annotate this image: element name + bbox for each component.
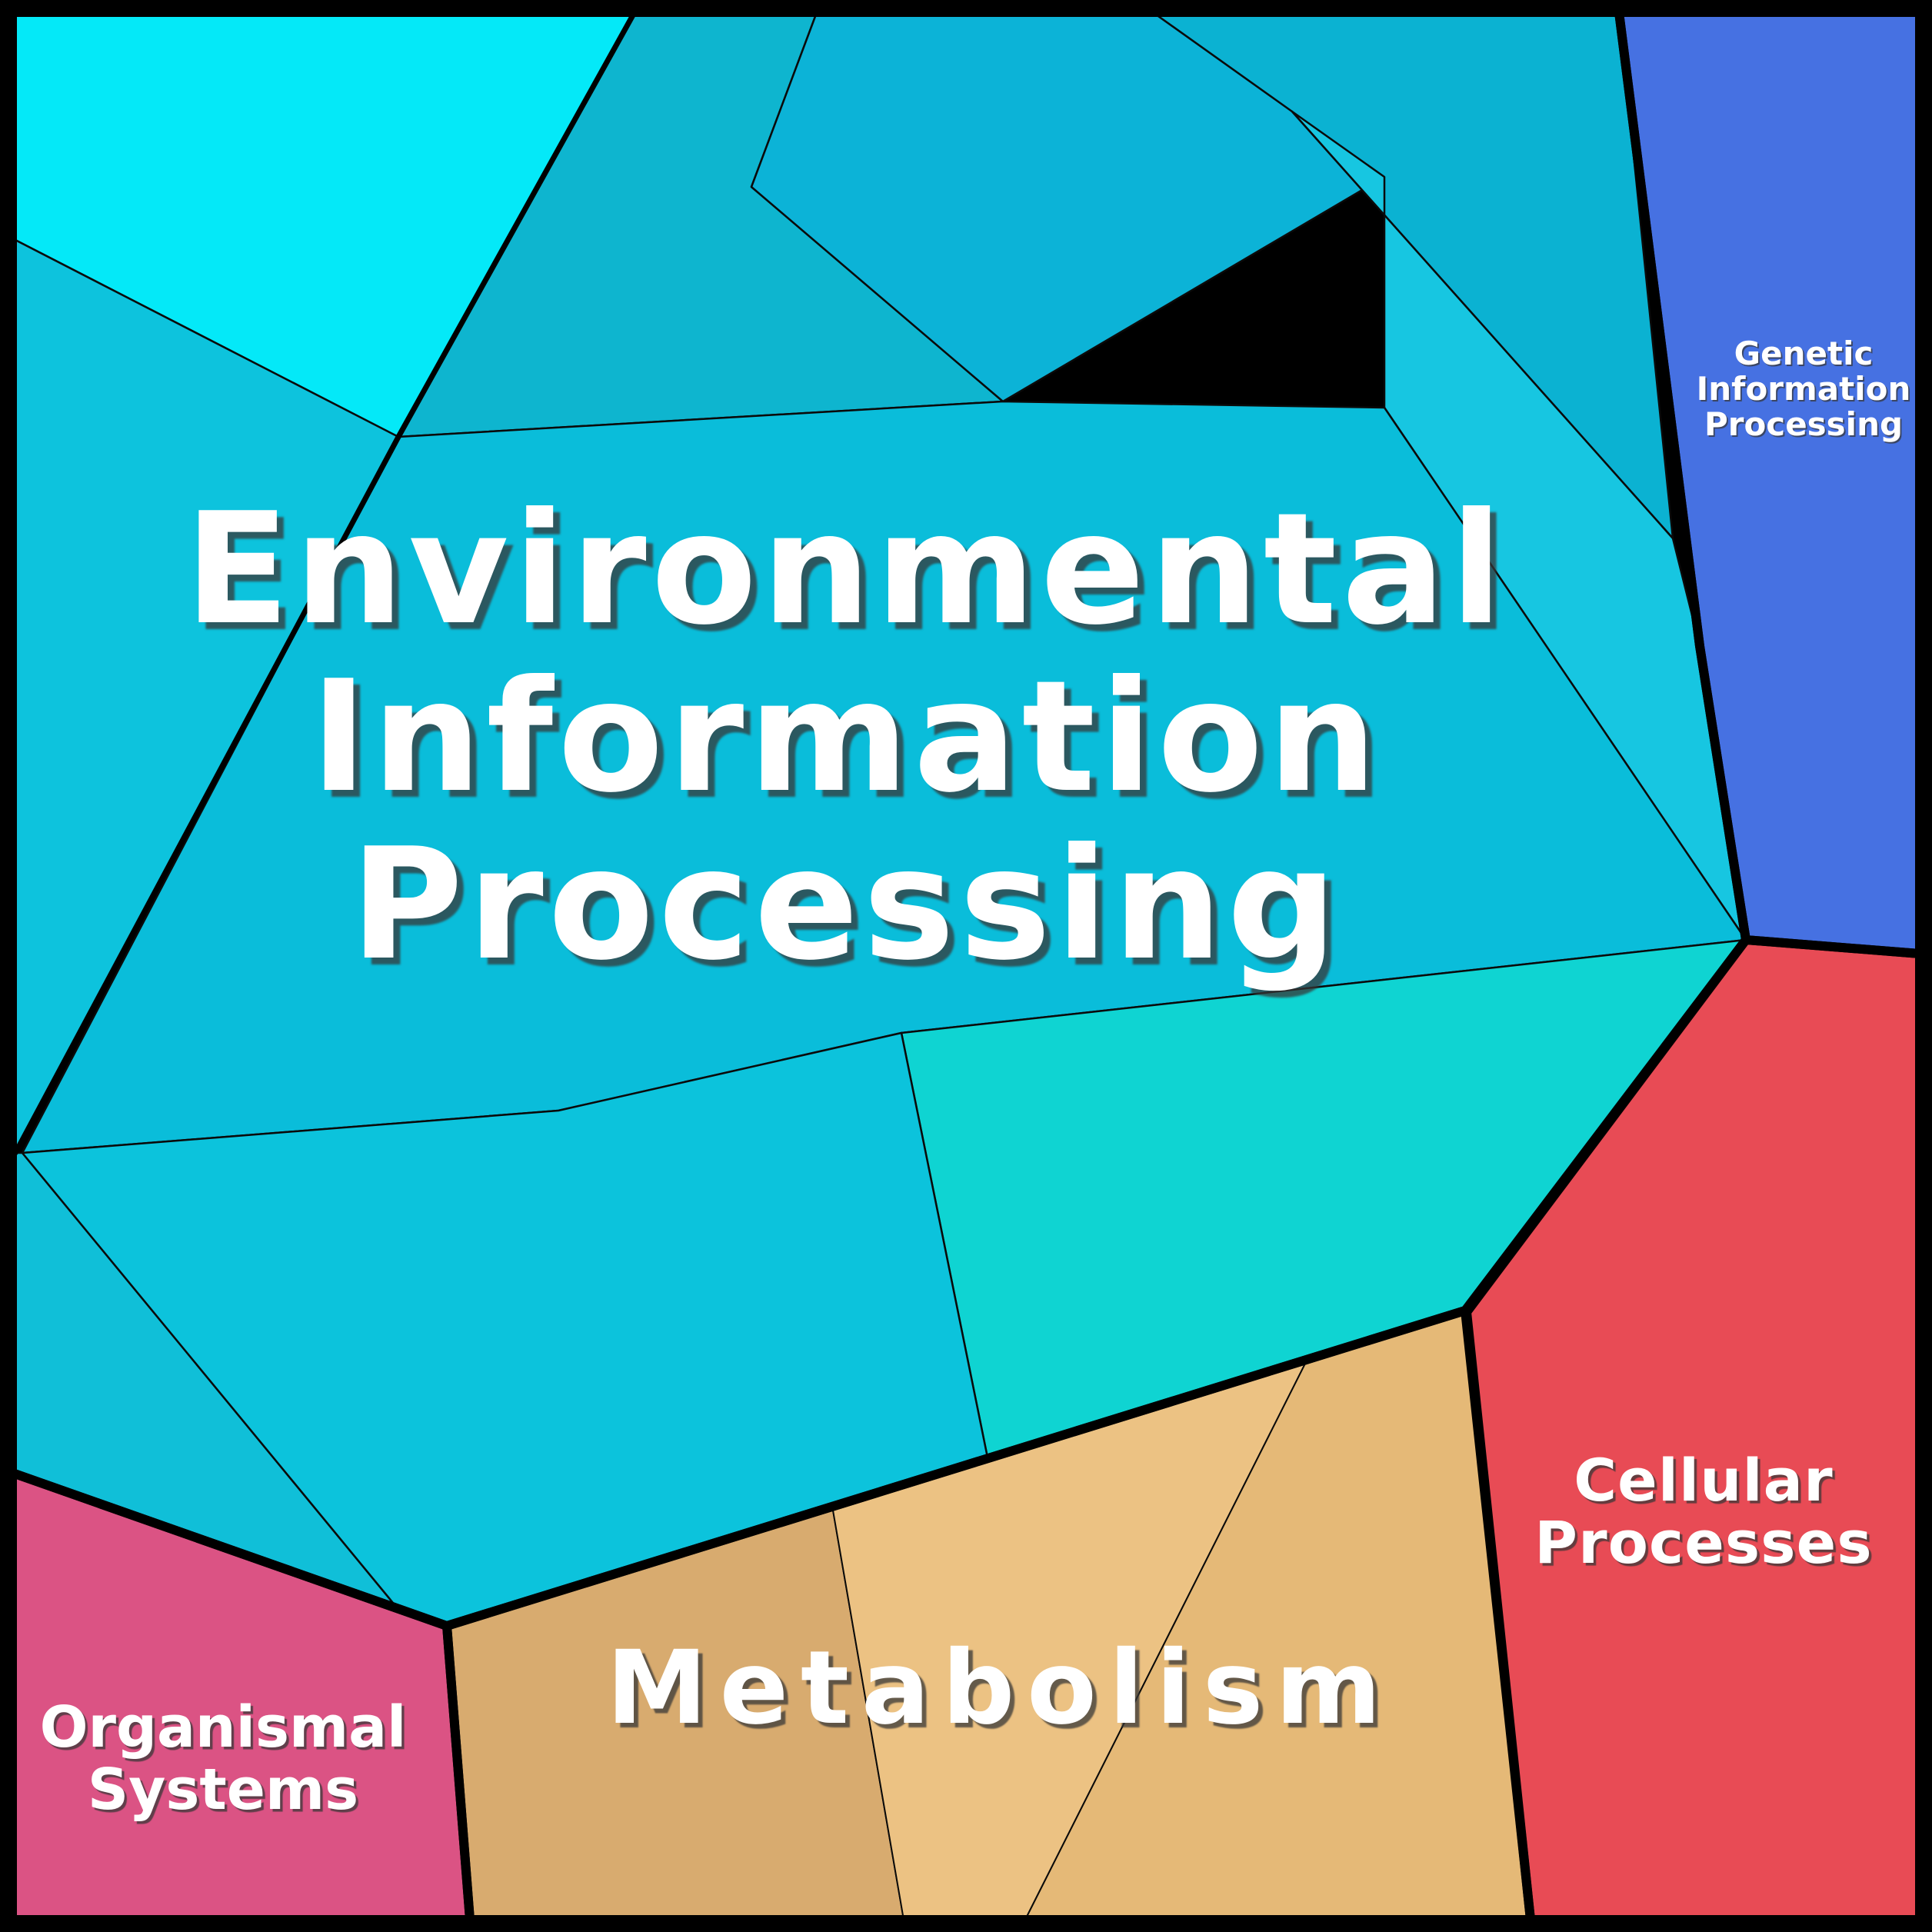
line-eip-thick-diagonal bbox=[12, 9, 638, 1156]
cell-organismal bbox=[12, 1473, 470, 1920]
cell-genetic bbox=[1619, 12, 1920, 954]
cell-cellular bbox=[1467, 940, 1920, 1920]
outline-organismal bbox=[8, 1468, 475, 1924]
outline-cellular bbox=[1462, 935, 1924, 1924]
